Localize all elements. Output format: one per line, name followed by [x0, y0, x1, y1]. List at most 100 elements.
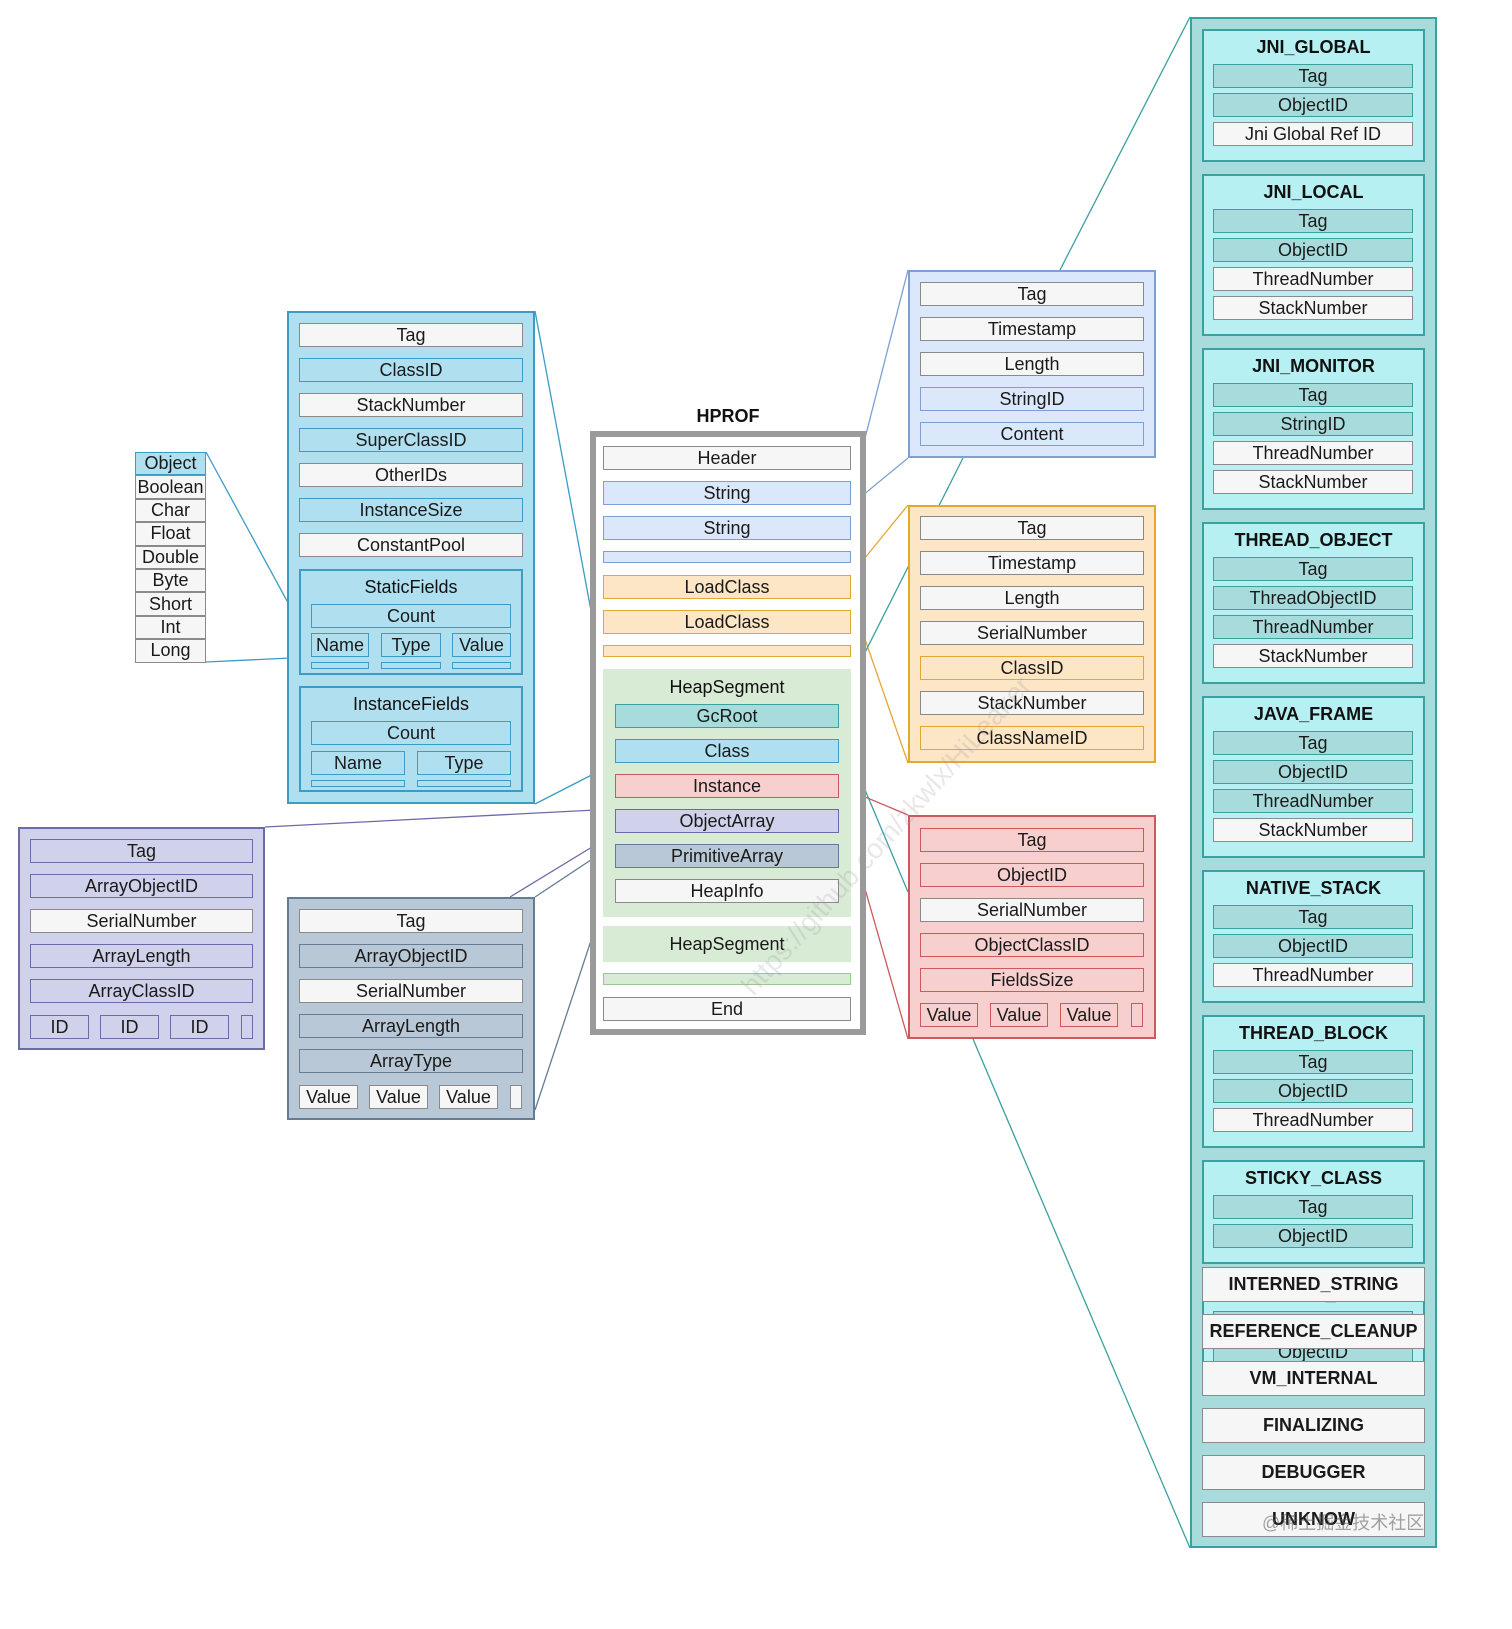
instance-fields-col-placeholder: [311, 780, 405, 787]
type-float: Float: [135, 522, 206, 546]
class-field: ConstantPool: [299, 533, 523, 557]
type-object: Object: [135, 452, 206, 476]
instance-fields-title: InstanceFields: [352, 694, 470, 714]
heap-object-array: ObjectArray: [615, 809, 839, 833]
gcroot-field: Jni Global Ref ID: [1213, 122, 1413, 146]
string-field: StringID: [920, 387, 1144, 411]
object-array-id-cell: ID: [170, 1015, 229, 1039]
object-array-id-cell: ID: [30, 1015, 89, 1039]
string-field: Tag: [920, 282, 1144, 306]
gcroot-field: Tag: [1213, 209, 1413, 233]
loadclass-field: SerialNumber: [920, 621, 1144, 645]
gcroot-field: ThreadNumber: [1213, 1108, 1413, 1132]
instance-fields-col: Name: [311, 751, 405, 775]
object-array-id-more: [241, 1015, 253, 1039]
gcroot-debugger: DEBUGGER: [1202, 1455, 1425, 1490]
hprof-heapsegment-placeholder: [603, 973, 851, 985]
hprof-loadclass-placeholder: [603, 645, 851, 657]
gcroot-field: ObjectID: [1213, 93, 1413, 117]
instance-fields-col-placeholder: [417, 780, 511, 787]
static-count: Count: [311, 604, 511, 628]
primitive-array-field: SerialNumber: [299, 979, 523, 1003]
instance-field: FieldsSize: [920, 968, 1144, 992]
heap-segment-label: HeapSegment: [669, 677, 785, 697]
string-field: Length: [920, 352, 1144, 376]
gcroot-field: ThreadNumber: [1213, 615, 1413, 639]
loadclass-field: StackNumber: [920, 691, 1144, 715]
gcroot-interned-string: INTERNED_STRING: [1202, 1267, 1425, 1302]
link-gcroot-bottom: [972, 1038, 1191, 1549]
heap-instance: Instance: [615, 774, 839, 798]
gcroot-field: ThreadNumber: [1213, 963, 1413, 987]
type-boolean: Boolean: [135, 475, 206, 499]
hprof-string-record: String: [603, 481, 851, 505]
instance-record-panel: [908, 815, 1156, 1039]
type-byte: Byte: [135, 569, 206, 593]
gcroot-group-title: NATIVE_STACK: [1245, 878, 1382, 898]
object-array-field: ArrayLength: [30, 944, 253, 968]
gcroot-field: Tag: [1213, 557, 1413, 581]
hprof-loadclass-record: LoadClass: [603, 610, 851, 634]
gcroot-field: Tag: [1213, 1050, 1413, 1074]
object-array-field: Tag: [30, 839, 253, 863]
link-gcroot-top: [1059, 16, 1191, 271]
class-field: SuperClassID: [299, 428, 523, 452]
gcroot-field: Tag: [1213, 1195, 1413, 1219]
hprof-string-placeholder: [603, 551, 851, 563]
gcroot-field: Tag: [1213, 731, 1413, 755]
heap-primitive-array: PrimitiveArray: [615, 844, 839, 868]
type-long: Long: [135, 639, 206, 663]
object-array-field: SerialNumber: [30, 909, 253, 933]
class-field: OtherIDs: [299, 463, 523, 487]
primitive-array-field: Tag: [299, 909, 523, 933]
gcroot-finalizing: FINALIZING: [1202, 1408, 1425, 1443]
instance-field: ObjectID: [920, 863, 1144, 887]
gcroot-field: StackNumber: [1213, 818, 1413, 842]
instance-fields-col: Type: [417, 751, 511, 775]
instance-value-cell: Value: [920, 1003, 978, 1027]
type-double: Double: [135, 545, 206, 569]
gcroot-field: StackNumber: [1213, 644, 1413, 668]
loadclass-field: ClassNameID: [920, 726, 1144, 750]
gcroot-field: ThreadObjectID: [1213, 586, 1413, 610]
primitive-array-field: ArrayType: [299, 1049, 523, 1073]
hprof-string-record: String: [603, 516, 851, 540]
gcroot-field: ThreadNumber: [1213, 441, 1413, 465]
primitive-array-panel: [287, 897, 535, 1120]
gcroot-group-title: JNI_GLOBAL: [1256, 37, 1371, 57]
gcroot-field: StackNumber: [1213, 470, 1413, 494]
gcroot-field: Tag: [1213, 383, 1413, 407]
type-int: Int: [135, 615, 206, 640]
gcroot-field: ObjectID: [1213, 760, 1413, 784]
gcroot-field: ObjectID: [1213, 1224, 1413, 1248]
instance-field: ObjectClassID: [920, 933, 1144, 957]
class-field: Tag: [299, 323, 523, 347]
string-field: Timestamp: [920, 317, 1144, 341]
instance-value-more: [1131, 1003, 1143, 1027]
heap-heapinfo: HeapInfo: [615, 879, 839, 903]
gcroot-field: ThreadNumber: [1213, 789, 1413, 813]
gcroot-group-title: JAVA_FRAME: [1253, 704, 1374, 724]
string-field: Content: [920, 422, 1144, 446]
instance-value-cell: Value: [1060, 1003, 1118, 1027]
static-col: Type: [381, 633, 441, 657]
hprof-heapsegment-record: HeapSegment: [603, 926, 851, 962]
hprof-header-record: Header: [603, 446, 851, 470]
gcroot-field: Tag: [1213, 64, 1413, 88]
gcroot-vm-internal: VM_INTERNAL: [1202, 1361, 1425, 1396]
gcroot-field: StringID: [1213, 412, 1413, 436]
primitive-array-field: ArrayLength: [299, 1014, 523, 1038]
gcroot-reference-cleanup: REFERENCE_CLEANUP: [1202, 1314, 1425, 1349]
primitive-array-value-more: [510, 1085, 522, 1109]
gcroot-field: ObjectID: [1213, 934, 1413, 958]
instance-field: SerialNumber: [920, 898, 1144, 922]
object-array-field: ArrayObjectID: [30, 874, 253, 898]
gcroot-field: ObjectID: [1213, 1079, 1413, 1103]
static-col: Name: [311, 633, 369, 657]
object-array-panel: [18, 827, 265, 1050]
loadclass-field: ClassID: [920, 656, 1144, 680]
static-col-placeholder: [452, 662, 511, 669]
gcroot-group-title: JNI_MONITOR: [1252, 356, 1375, 376]
corner-watermark: @稀土掘金技术社区: [1262, 1513, 1425, 1533]
object-array-field: ArrayClassID: [30, 979, 253, 1003]
